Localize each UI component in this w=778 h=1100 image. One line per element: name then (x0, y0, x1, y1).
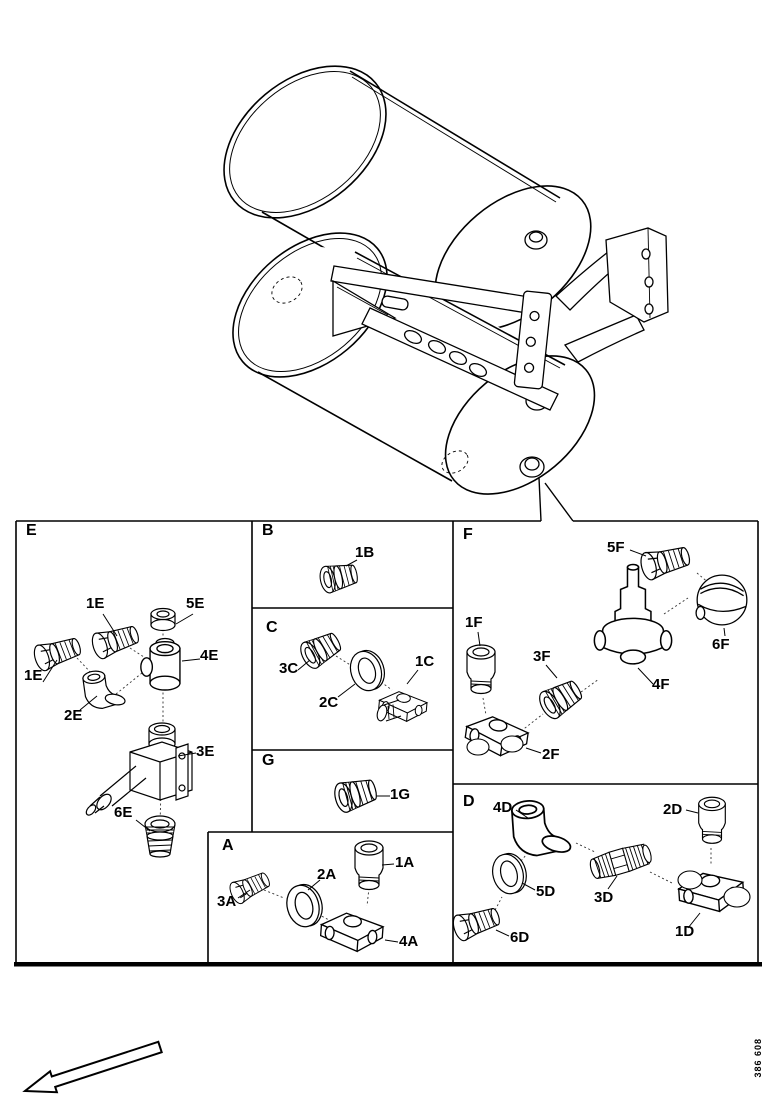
part-5f-plug (637, 541, 693, 583)
panel-a-art (226, 840, 385, 954)
part-4f-regulator (593, 563, 673, 665)
part-3d-adapter (587, 840, 655, 882)
part-ref-4e: 4E (200, 647, 219, 664)
part-2a-seal (281, 880, 328, 931)
panel-grid (14, 520, 762, 967)
part-1b-fitting (317, 559, 361, 595)
part-1c-valve (376, 689, 429, 724)
panel-label-d: D (463, 793, 475, 810)
part-ref-1e-a: 1E (86, 595, 105, 612)
part-ref-5f: 5F (607, 539, 625, 556)
part-2c-seal (344, 645, 390, 696)
part-ref-1a: 1A (395, 854, 415, 871)
part-ref-4f: 4F (652, 676, 670, 693)
part-ref-3f: 3F (533, 648, 551, 665)
part-1d-valve (677, 870, 751, 915)
part-1g-fitting (331, 773, 380, 815)
tank-to-panel-pointer (538, 477, 574, 522)
part-1e-plug-a (88, 620, 143, 662)
part-ref-3c: 3C (279, 660, 299, 677)
part-ref-2c: 2C (319, 694, 339, 711)
part-ref-1f: 1F (465, 614, 483, 631)
assembly-axes (76, 572, 712, 921)
part-ref-2e: 2E (64, 707, 83, 724)
panel-f-art (462, 541, 748, 760)
part-ref-1e-b: 1E (24, 667, 43, 684)
panel-c-art (296, 627, 429, 724)
part-ref-1b: 1B (355, 544, 375, 561)
part-ref-6f: 6F (712, 636, 730, 653)
panel-label-e: E (26, 522, 37, 539)
part-ref-2f: 2F (542, 746, 560, 763)
part-3e-drain-valve (85, 722, 193, 816)
part-4d-elbow (510, 797, 575, 860)
panel-e-art (30, 607, 193, 858)
part-6f-cap (695, 574, 748, 626)
part-2e-elbow (81, 666, 128, 713)
part-3f-fitting (534, 674, 587, 723)
part-ref-2a: 2A (317, 866, 337, 883)
part-6d-plug (449, 902, 504, 944)
panel-label-c: C (266, 619, 278, 636)
part-ref-3d: 3D (594, 889, 614, 906)
part-ref-3e: 3E (196, 743, 215, 760)
panel-label-g: G (262, 752, 275, 769)
part-ref-3a: 3A (217, 893, 237, 910)
part-ref-4d: 4D (493, 799, 513, 816)
part-ref-6e: 6E (114, 804, 133, 821)
part-4a-valve (319, 910, 385, 954)
figure-number: 386 608 (753, 1038, 763, 1078)
part-1f-capnut (466, 644, 496, 695)
label-leaders (42, 549, 726, 943)
direction-arrow (22, 1040, 163, 1094)
panel-label-f: F (463, 526, 473, 543)
part-ref-1d: 1D (675, 923, 695, 940)
part-5e-cap (150, 607, 176, 632)
part-2f-manifold (462, 712, 531, 760)
part-ref-6d: 6D (510, 929, 530, 946)
part-ref-4a: 4A (399, 933, 419, 950)
part-ref-5d: 5D (536, 883, 556, 900)
part-ref-2d: 2D (663, 801, 683, 818)
panel-label-b: B (262, 522, 274, 539)
panel-d-art (449, 796, 751, 944)
panel-label-a: A (222, 837, 234, 854)
part-1a-capnut (354, 840, 384, 891)
part-ref-5e: 5E (186, 595, 205, 612)
upper-air-tank (223, 60, 592, 332)
part-ref-1c: 1C (415, 653, 435, 670)
part-2d-capnut (698, 796, 726, 844)
part-ref-1g: 1G (390, 786, 411, 803)
tank-mounting-brackets (330, 227, 669, 411)
part-6e-fitting (144, 815, 176, 858)
part-4e-union (140, 637, 181, 691)
